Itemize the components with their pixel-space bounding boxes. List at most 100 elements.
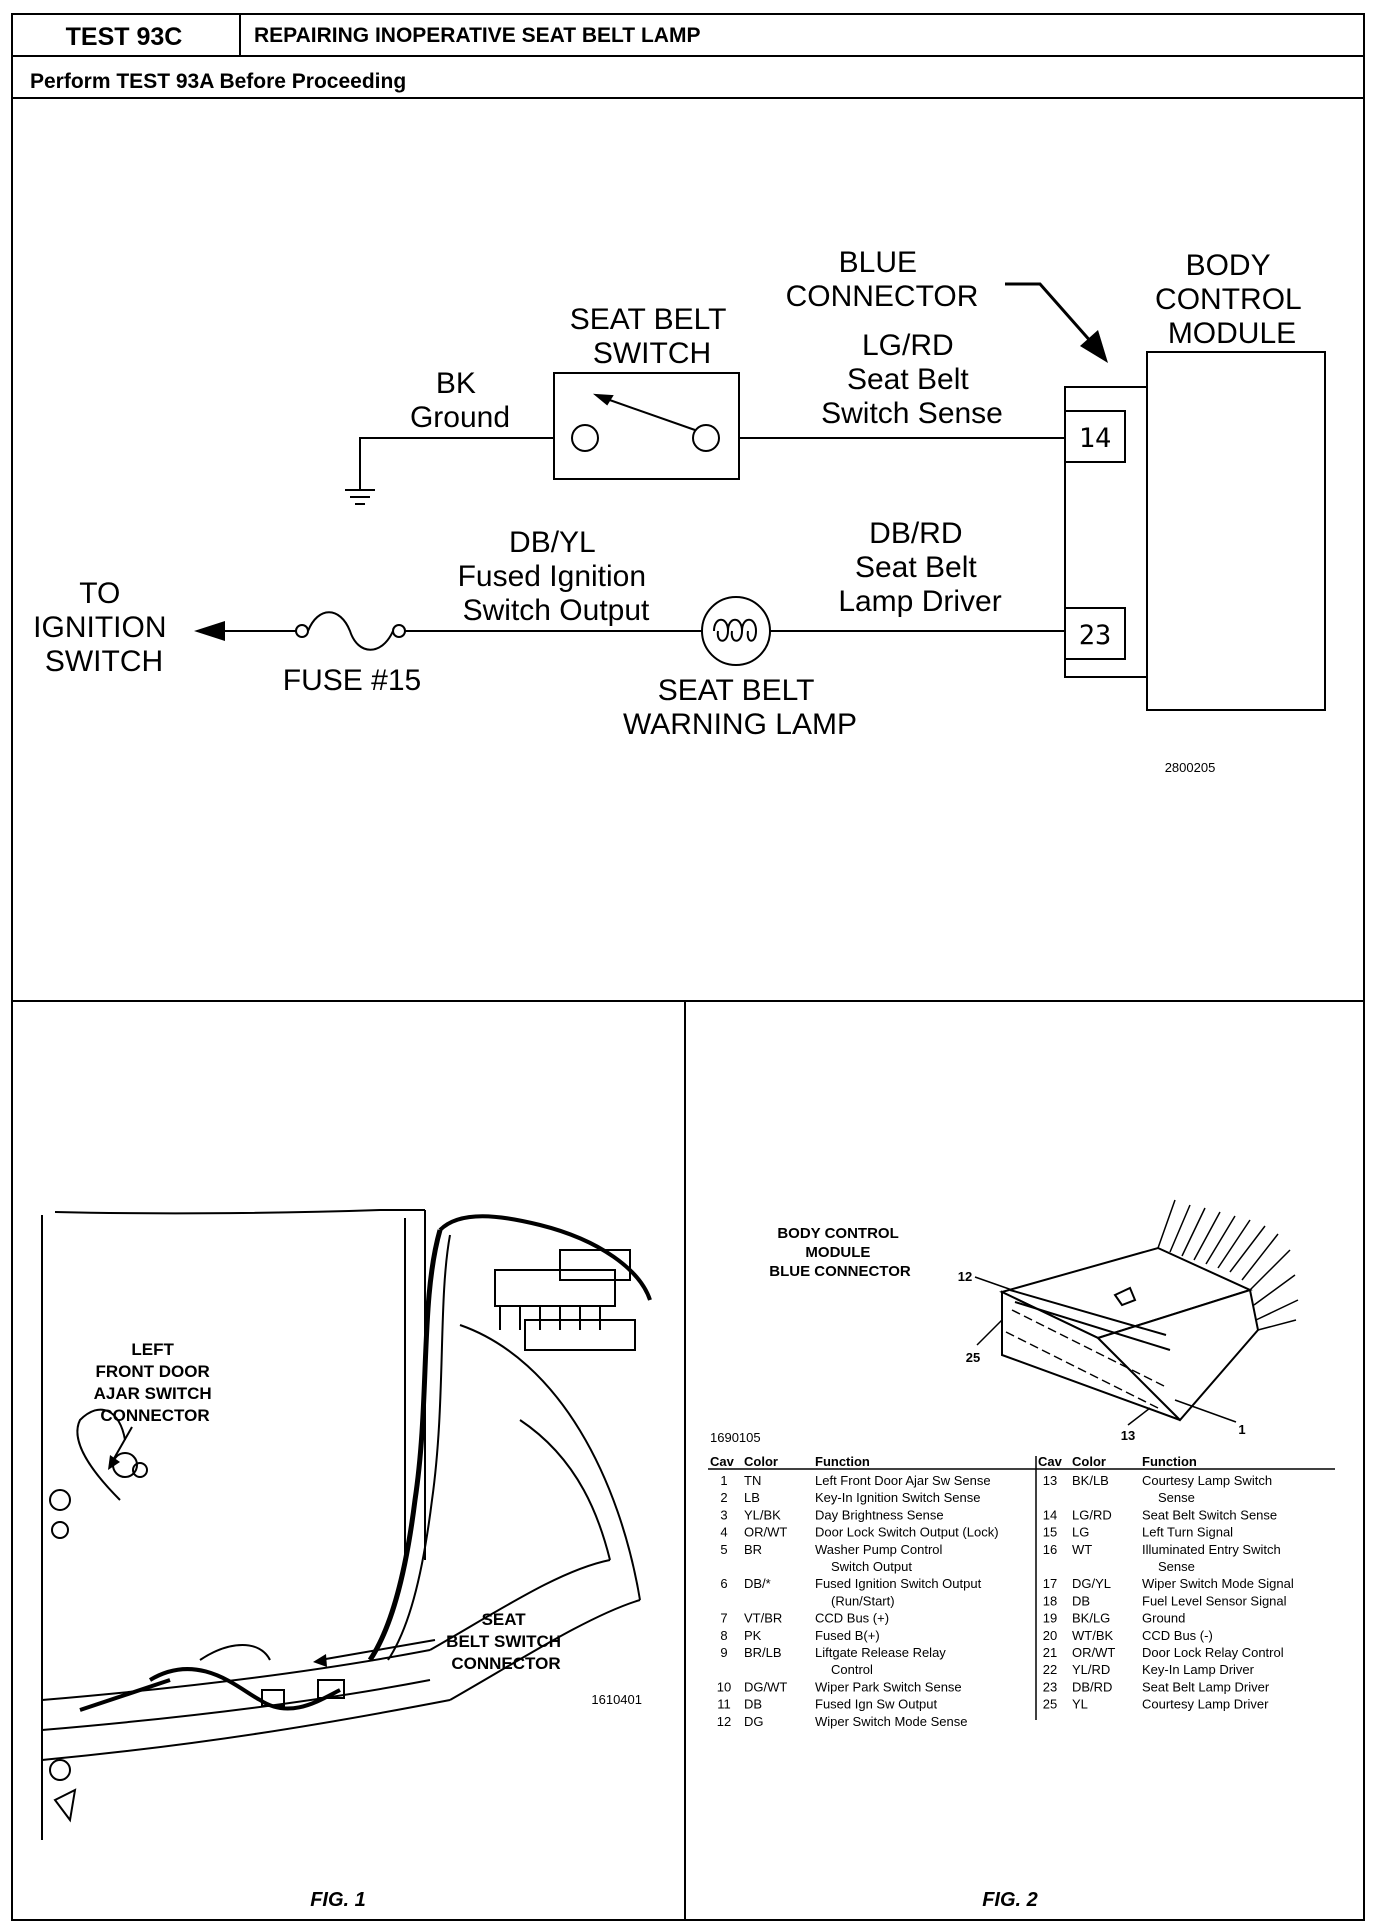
cavity-number: 3 [720,1507,727,1522]
pin-callout-leaders [974,1276,1237,1426]
wire-color: WT/BK [1072,1628,1113,1643]
fig2-title: BODY CONTROL MODULE BLUE CONNECTOR [769,1225,911,1280]
seat-belt-switch-connector-label: SEAT BELT SWITCH CONNECTOR [446,1610,566,1673]
wire-color: DB [1072,1593,1090,1608]
wire-color: YL/BK [744,1507,781,1522]
pointer-arrowhead-icon [1080,330,1108,363]
wire-color: LB [744,1490,760,1505]
pin-25-callout: 25 [966,1350,980,1365]
wire-color: BK/LB [1072,1473,1109,1488]
schematic-figure-number: 2800205 [1165,760,1216,775]
wire-color: DG [744,1714,764,1729]
wire-color: TN [744,1473,761,1488]
circuit-function: Door Lock Relay Control [1142,1645,1284,1660]
wire-color: DG/WT [744,1679,787,1694]
header-function-right: Function [1142,1454,1197,1469]
wire-color: OR/WT [1072,1645,1115,1660]
seat-belt-switch-label: SEAT BELT SWITCH [570,303,735,370]
cavity-number: 17 [1043,1576,1057,1591]
bcm-label: BODY CONTROL MODULE [1155,249,1309,350]
cavity-number: 10 [717,1679,731,1694]
wire-color: LG [1072,1525,1089,1540]
circuit-function: Fused Ignition Switch Output [815,1576,982,1591]
circuit-function: Door Lock Switch Output (Lock) [815,1525,999,1540]
circuit-function: Sense [1158,1559,1195,1574]
cavity-number: 22 [1043,1662,1057,1677]
circuit-function: Control [831,1662,873,1677]
wire-color: WT [1072,1542,1092,1557]
cavity-number: 25 [1043,1697,1057,1712]
fig1-figure-number: 1610401 [591,1692,642,1707]
cavity-number: 18 [1043,1593,1057,1608]
fig1-leaders [111,1426,436,1661]
header-cav-left: Cav [710,1454,735,1469]
circuit-function: (Run/Start) [831,1593,895,1608]
circuit-function: Fused Ign Sw Output [815,1697,938,1712]
circuit-function: Courtesy Lamp Switch [1142,1473,1272,1488]
to-ignition-switch-label: TO IGNITION SWITCH [33,577,175,678]
to-ignition-arrow-icon [194,621,225,641]
connector-wire-bundle [1157,1199,1299,1331]
table-row: 18 DB Fuel Level Sensor Signal [1043,1593,1287,1608]
blue-connector-pointer-icon [1005,282,1102,353]
pin-14-label: 14 [1079,423,1112,454]
cavity-number: 6 [720,1576,727,1591]
bk-ground-label: BK Ground [410,367,510,434]
table-row: 10 DG/WT Wiper Park Switch Sense [717,1679,962,1694]
circuit-function: Fuel Level Sensor Signal [1142,1593,1287,1608]
seat-belt-switch [553,372,740,480]
fuse-icon [295,611,406,651]
page-frame [11,13,1365,1921]
blue-connector-label: BLUE CONNECTOR [786,246,979,313]
cavity-number: 21 [1043,1645,1057,1660]
circuit-function: Liftgate Release Relay [815,1645,946,1660]
cavity-number: 2 [720,1490,727,1505]
circuit-function: Wiper Park Switch Sense [815,1679,962,1694]
table-row: 21 OR/WT Door Lock Relay Control [1043,1645,1284,1660]
lg-rd-label: LG/RD Seat Belt Switch Sense [821,329,1003,430]
circuit-function: Washer Pump Control [815,1542,943,1557]
cavity-number: 1 [720,1473,727,1488]
table-row: 20 WT/BK CCD Bus (-) [1043,1628,1213,1643]
cavity-number: 4 [720,1525,727,1540]
cavity-number: 23 [1043,1679,1057,1694]
cavity-number: 20 [1043,1628,1057,1643]
circuit-function: Switch Output [831,1559,912,1574]
pin-23-label: 23 [1079,620,1112,651]
wire-color: YL/RD [1072,1662,1110,1677]
wire-color: BR [744,1542,762,1557]
header-cav-right: Cav [1038,1454,1063,1469]
wire-color: VT/BR [744,1611,782,1626]
wire-color: YL [1072,1697,1088,1712]
cavity-number: 14 [1043,1507,1057,1522]
warning-lamp-label: SEAT BELT WARNING LAMP [623,674,857,741]
pin-13-callout: 13 [1121,1428,1135,1443]
cavity-number: 9 [720,1645,727,1660]
cavity-number: 16 [1043,1542,1057,1557]
circuit-function: Wiper Switch Mode Signal [1142,1576,1294,1591]
circuit-function: CCD Bus (-) [1142,1628,1213,1643]
wire-color: BR/LB [744,1645,782,1660]
blue-connector-drawing [999,1246,1260,1422]
circuit-function: CCD Bus (+) [815,1611,889,1626]
wire-color: DB [744,1697,762,1712]
body-control-module [1064,351,1326,711]
header-color-right: Color [1072,1454,1106,1469]
db-yl-label: DB/YL Fused Ignition Switch Output [458,526,655,627]
circuit-function: Key-In Lamp Driver [1142,1662,1255,1677]
circuit-function: Wiper Switch Mode Sense [815,1714,967,1729]
